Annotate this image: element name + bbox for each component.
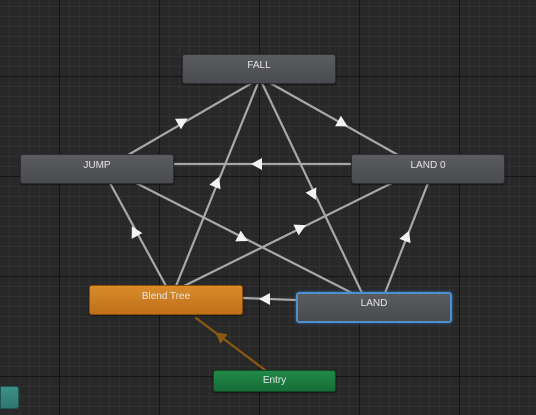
entry-node[interactable]: Entry (213, 370, 336, 392)
arrow-blendtree-to-land0 (293, 224, 306, 236)
transition-blendtree-to-land0[interactable] (182, 181, 394, 288)
arrow-land-to-blendtree (259, 293, 270, 305)
state-node-fall[interactable]: FALL (182, 54, 336, 84)
state-label: LAND (360, 298, 388, 309)
arrow-entry-to-blendtree (215, 332, 228, 344)
arrow-fall-to-land0 (335, 115, 348, 127)
state-node-land-0[interactable]: LAND 0 (351, 154, 505, 184)
state-node-jump[interactable]: JUMP (20, 154, 174, 184)
arrow-jump-to-land (235, 230, 248, 242)
state-label: Blend Tree (141, 291, 191, 302)
state-label: FALL (247, 60, 271, 71)
transition-entry-to-blendtree[interactable] (194, 316, 267, 372)
arrow-jump-to-fall (175, 118, 188, 130)
state-label: LAND 0 (410, 160, 446, 171)
arrow-land-to-land0 (399, 230, 411, 244)
arrow-fall-to-land (305, 187, 317, 200)
entry-label: Entry (262, 375, 287, 386)
transition-jump-to-fall[interactable] (126, 81, 254, 157)
arrow-blendtree-to-fall (209, 176, 221, 190)
arrow-land0-to-jump (251, 158, 262, 170)
state-label: JUMP (83, 160, 111, 171)
state-node-blend-tree[interactable]: Blend Tree (89, 285, 243, 315)
transition-fall-to-land0[interactable] (268, 81, 400, 157)
state-node-land[interactable]: LAND (296, 292, 452, 323)
offscreen-state-node[interactable] (0, 386, 19, 409)
arrow-blendtree-to-jump (131, 226, 143, 239)
transition-fall-to-land[interactable] (260, 81, 364, 295)
